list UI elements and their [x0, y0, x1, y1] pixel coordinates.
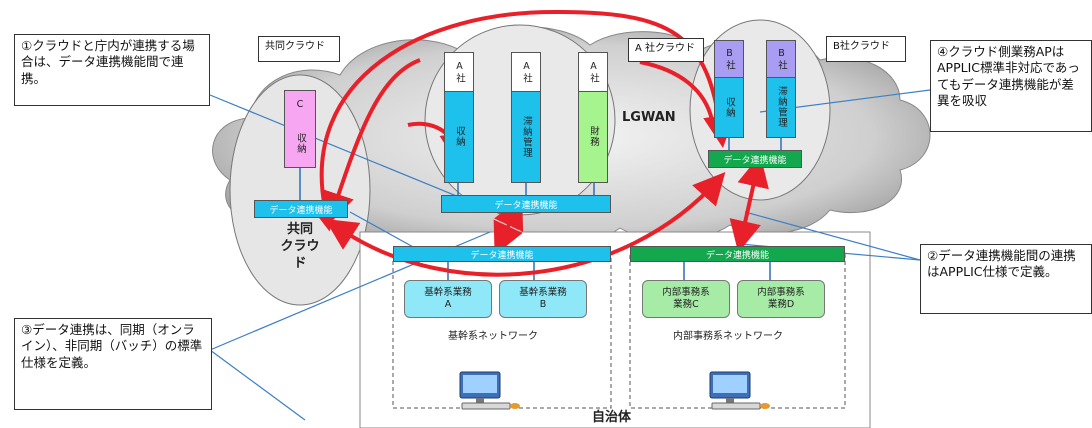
- b-cloud-tag: B社クラウド: [826, 36, 906, 62]
- module-body: 滞納管理: [521, 115, 532, 158]
- module-body: 滞納管理: [776, 86, 787, 128]
- municipality-label: 自治体: [592, 410, 632, 425]
- shared-data-link-bar: データ連携機能: [254, 200, 348, 218]
- module-head: A社: [588, 60, 599, 84]
- computer-icon-internal: [709, 371, 770, 410]
- module-body: 財務: [588, 126, 599, 147]
- module-body: 収納: [295, 132, 306, 154]
- internal-network-label: 内部事務系ネットワーク: [673, 331, 783, 342]
- core-service-b: 基幹系業務 B: [499, 280, 587, 318]
- module-head: C: [294, 99, 306, 111]
- shared-module-c: C 収納: [284, 90, 316, 168]
- module-body: 収納: [454, 126, 465, 147]
- a-module-tainou: A社 滞納管理: [511, 52, 541, 183]
- shared-cloud-tag: 共同クラウド: [258, 36, 340, 62]
- b-module-tainou: B社 滞納管理: [766, 40, 796, 138]
- callout-4: ④クラウド側業務APはAPPLIC標準非対応であってもデータ連携機能が差異を吸収: [930, 40, 1092, 132]
- callout-1: ①クラウドと庁内が連携する場合は、データ連携機能間で連携。: [14, 34, 210, 106]
- module-body: 収納: [724, 96, 735, 118]
- b-data-link-bar: データ連携機能: [708, 150, 802, 168]
- a-data-link-bar: データ連携機能: [441, 195, 611, 213]
- shared-cloud-label: 共同 クラウド: [280, 222, 320, 271]
- module-head: A社: [521, 60, 532, 84]
- callout-3: ③データ連携は、同期（オンライン）、非同期（バッチ）の標準仕様を定義。: [14, 318, 212, 410]
- module-head: B社: [776, 47, 787, 71]
- internal-service-c: 内部事務系 業務C: [642, 280, 730, 318]
- b-module-shuno: B社 収納: [714, 40, 744, 138]
- computer-icon-core: [459, 371, 520, 410]
- a-module-zaimu: A社 財務: [578, 52, 608, 183]
- internal-service-d: 内部事務系 業務D: [737, 280, 825, 318]
- core-data-link-bar: データ連携機能: [393, 246, 611, 262]
- municipality-box: [359, 231, 871, 428]
- internal-data-link-bar: データ連携機能: [630, 246, 845, 262]
- a-cloud-tag: A 社クラウド: [628, 38, 704, 62]
- core-service-a: 基幹系業務 A: [404, 280, 492, 318]
- a-module-shuno: A社 収納: [444, 52, 474, 183]
- module-head: A社: [454, 60, 465, 84]
- lgwan-label: LGWAN: [622, 110, 676, 125]
- callout-2: ②データ連携機能間の連携はAPPLIC仕様で定義。: [920, 244, 1092, 314]
- module-head: B社: [724, 47, 735, 71]
- core-network-label: 基幹系ネットワーク: [448, 331, 538, 342]
